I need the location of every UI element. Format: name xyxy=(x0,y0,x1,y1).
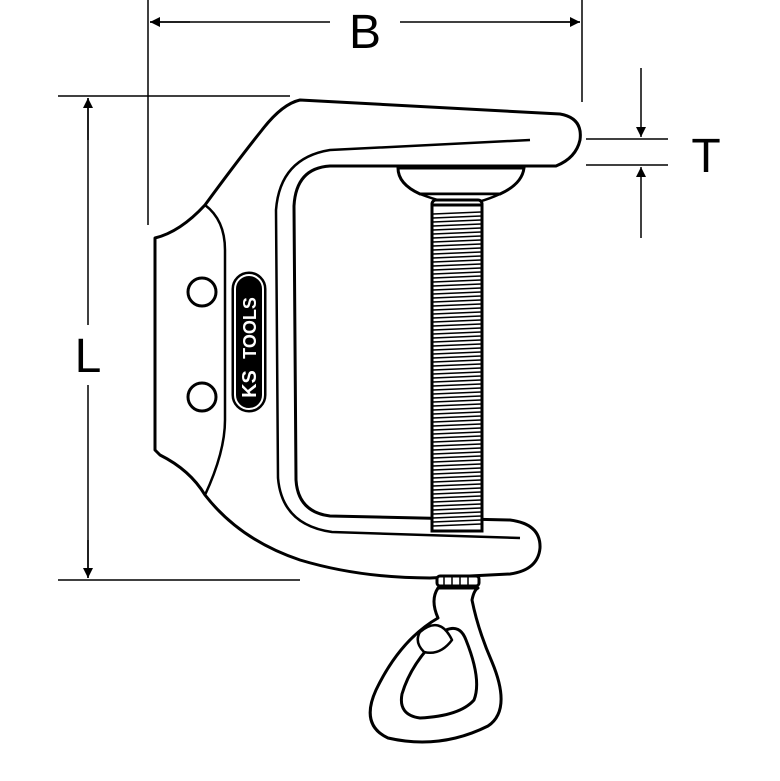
thread-line xyxy=(432,339,482,343)
thread-line xyxy=(432,411,482,415)
thread-line xyxy=(432,491,482,495)
thread-line xyxy=(432,251,482,255)
thread-line xyxy=(432,343,482,347)
thread-line xyxy=(432,303,482,307)
thread-line xyxy=(432,511,482,515)
clamp-frame-inner-edge xyxy=(274,138,531,540)
thread-line xyxy=(432,239,482,243)
thread-line xyxy=(432,223,482,227)
thread-line xyxy=(432,359,482,363)
thread-line xyxy=(432,399,482,403)
thread-line xyxy=(432,479,482,483)
dimension-label-t: T xyxy=(691,130,720,183)
thread-line xyxy=(432,295,482,299)
logo-tools-text: TOOLS xyxy=(240,297,260,359)
thread-line xyxy=(432,323,482,327)
dimension-t xyxy=(586,68,668,238)
thread-line xyxy=(432,379,482,383)
thread-line xyxy=(432,443,482,447)
thread-line xyxy=(432,335,482,339)
thread-line xyxy=(432,287,482,291)
thread-line xyxy=(432,383,482,387)
thread-line xyxy=(432,327,482,331)
thread-line xyxy=(432,507,482,511)
thread-line xyxy=(432,375,482,379)
thread-line xyxy=(432,243,482,247)
thread-line xyxy=(432,495,482,499)
thread-line xyxy=(432,439,482,443)
thread-line xyxy=(432,499,482,503)
thread-line xyxy=(432,351,482,355)
clamp-plate-contour xyxy=(203,204,227,496)
swivel-handle xyxy=(368,586,503,744)
thread-line xyxy=(432,315,482,319)
clamp-frame-outline xyxy=(153,98,582,580)
thread-line xyxy=(432,219,482,223)
thread-line xyxy=(432,423,482,427)
thread-line xyxy=(432,427,482,431)
dimension-b xyxy=(147,0,583,225)
thread-line xyxy=(432,415,482,419)
thread-line xyxy=(432,255,482,259)
thread-line xyxy=(432,231,482,235)
thread-line xyxy=(432,291,482,295)
thread-line xyxy=(432,215,482,219)
thread-line xyxy=(432,371,482,375)
thread-line xyxy=(432,387,482,391)
mounting-hole-top xyxy=(186,276,218,308)
thread-line xyxy=(432,455,482,459)
thread-line xyxy=(432,487,482,491)
dimension-l xyxy=(58,95,300,581)
thread-line xyxy=(432,299,482,303)
thread-line xyxy=(432,407,482,411)
dimension-label-l: L xyxy=(75,330,102,383)
thread-line xyxy=(432,355,482,359)
thread-line xyxy=(432,519,482,523)
thread-line xyxy=(432,395,482,399)
clamp-body xyxy=(153,98,582,580)
thread-line xyxy=(432,271,482,275)
thread-line xyxy=(432,275,482,279)
thread-line xyxy=(432,259,482,263)
thread-line xyxy=(432,347,482,351)
thread-line xyxy=(432,367,482,371)
thread-line xyxy=(432,267,482,271)
mounting-hole-bottom xyxy=(186,381,218,413)
thread-line xyxy=(432,431,482,435)
thread-line xyxy=(432,363,482,367)
thread-line xyxy=(432,471,482,475)
thread-line xyxy=(432,459,482,463)
thread-line xyxy=(432,279,482,283)
thread-line xyxy=(432,311,482,315)
spindle-collar xyxy=(435,574,481,588)
dimension-label-b: B xyxy=(349,6,381,59)
thread-line xyxy=(432,483,482,487)
threaded-spindle xyxy=(430,203,484,533)
thread-line xyxy=(432,283,482,287)
thread-line xyxy=(432,463,482,467)
thread-line xyxy=(432,235,482,239)
thread-line xyxy=(432,447,482,451)
thread-line xyxy=(432,307,482,311)
logo-ks-text: KS xyxy=(239,370,261,398)
thread-line xyxy=(432,503,482,507)
thread-line xyxy=(432,523,482,527)
thread-line xyxy=(432,331,482,335)
thread-line xyxy=(432,451,482,455)
thread-line xyxy=(432,419,482,423)
thread-line xyxy=(432,391,482,395)
thread-line xyxy=(432,467,482,471)
thread-line xyxy=(432,263,482,267)
thread-line xyxy=(432,475,482,479)
ks-tools-logo: KS TOOLS xyxy=(231,271,267,413)
thread-line xyxy=(432,403,482,407)
thread-line xyxy=(432,515,482,519)
thread-line xyxy=(432,319,482,323)
thread-line xyxy=(432,247,482,251)
thread-line xyxy=(432,227,482,231)
thread-line xyxy=(432,435,482,439)
thread-line xyxy=(432,211,482,215)
